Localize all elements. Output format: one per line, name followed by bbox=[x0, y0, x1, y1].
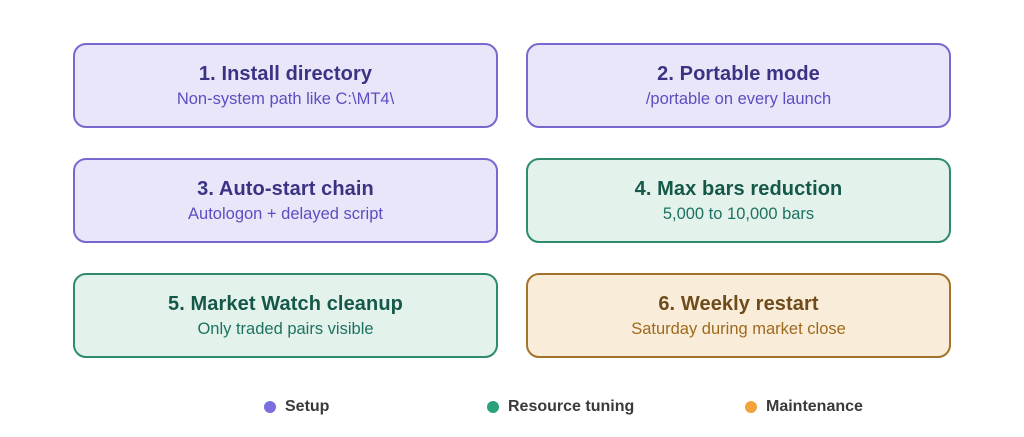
card-title: 6. Weekly restart bbox=[658, 292, 819, 315]
card-title: 2. Portable mode bbox=[657, 62, 820, 85]
card-title: 3. Auto-start chain bbox=[197, 177, 374, 200]
card-subtitle: Autologon + delayed script bbox=[188, 204, 383, 223]
maintenance-dot-icon bbox=[745, 401, 757, 413]
card-portable-mode: 2. Portable mode /portable on every laun… bbox=[526, 43, 951, 128]
card-install-directory: 1. Install directory Non-system path lik… bbox=[73, 43, 498, 128]
card-title: 5. Market Watch cleanup bbox=[168, 292, 403, 315]
legend-label: Resource tuning bbox=[508, 398, 635, 415]
setup-dot-icon bbox=[264, 401, 276, 413]
card-subtitle: /portable on every launch bbox=[645, 89, 832, 108]
card-subtitle: Saturday during market close bbox=[631, 319, 846, 338]
card-market-watch-cleanup: 5. Market Watch cleanup Only traded pair… bbox=[73, 273, 498, 358]
legend-item-resource-tuning: Resource tuning bbox=[487, 397, 634, 417]
card-title: 1. Install directory bbox=[198, 62, 373, 85]
card-subtitle: Only traded pairs visible bbox=[197, 319, 374, 338]
card-subtitle: Non-system path like C:\MT4\ bbox=[176, 89, 395, 108]
card-max-bars-reduction: 4. Max bars reduction 5,000 to 10,000 ba… bbox=[526, 158, 951, 243]
legend-label: Setup bbox=[285, 398, 330, 415]
card-title: 4. Max bars reduction bbox=[634, 177, 843, 200]
resource-tuning-dot-icon bbox=[487, 401, 499, 413]
legend-label: Maintenance bbox=[766, 398, 863, 415]
card-subtitle: 5,000 to 10,000 bars bbox=[662, 204, 815, 223]
card-auto-start-chain: 3. Auto-start chain Autologon + delayed … bbox=[73, 158, 498, 243]
legend-item-setup: Setup bbox=[264, 397, 329, 417]
card-weekly-restart: 6. Weekly restart Saturday during market… bbox=[526, 273, 951, 358]
legend-item-maintenance: Maintenance bbox=[745, 397, 863, 417]
